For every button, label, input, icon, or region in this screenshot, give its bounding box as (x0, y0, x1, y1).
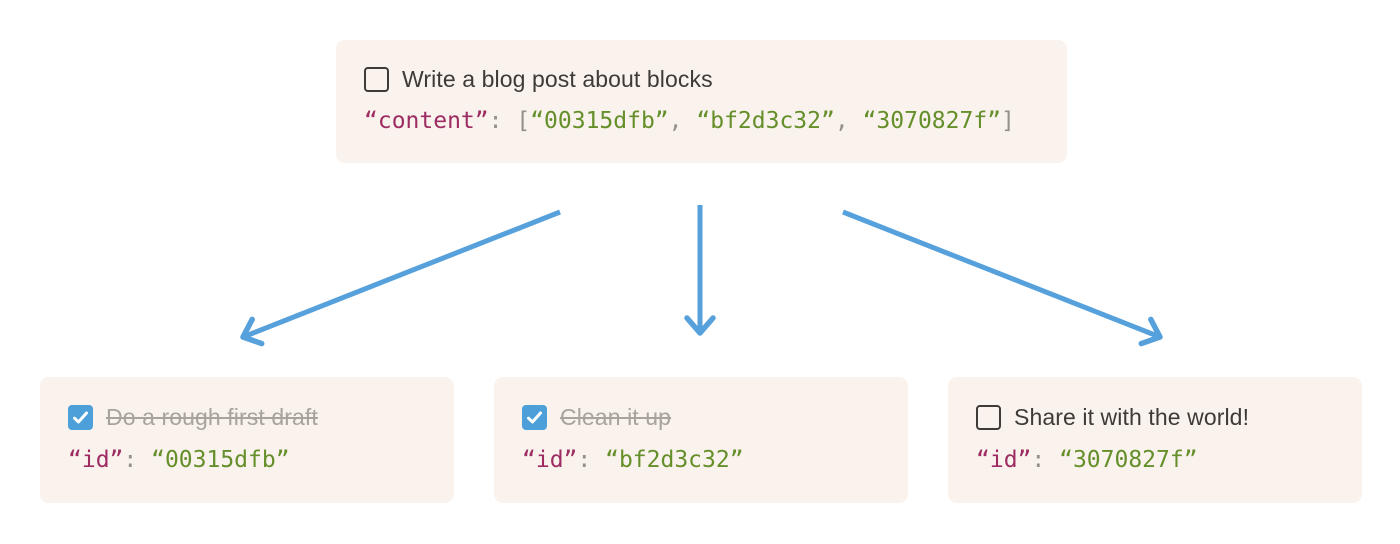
todo-title: Write a blog post about blocks (402, 65, 713, 92)
check-icon (526, 409, 543, 426)
bracket-close: ] (1001, 108, 1015, 135)
todo-checkbox[interactable] (976, 405, 1001, 431)
arrow-to-child-3 (842, 209, 1163, 347)
code-string: “3070827f” (1059, 446, 1198, 473)
block-json-id: “id”: “00315dfb” (68, 446, 426, 476)
todo-row: Write a blog post about blocks (364, 66, 1039, 92)
block-json-id: “id”: “bf2d3c32” (522, 446, 880, 476)
parent-block-card: Write a blog post about blocks “content”… (336, 40, 1067, 163)
todo-row: Clean it up (522, 404, 880, 430)
bracket-open: [ (516, 108, 531, 135)
todo-title: Do a rough first draft (106, 404, 318, 431)
code-colon: : (123, 446, 152, 473)
child-block-card-3: Share it with the world! “id”: “3070827f… (948, 377, 1362, 503)
code-colon: : (1031, 446, 1060, 473)
code-comma: , (834, 108, 863, 135)
code-string: “3070827f” (862, 108, 1002, 135)
code-colon: : (577, 446, 606, 473)
arrow-to-child-1 (240, 209, 561, 347)
todo-title: Clean it up (560, 404, 672, 431)
todo-title: Share it with the world! (1014, 404, 1250, 431)
code-string: “00315dfb” (530, 108, 669, 135)
code-key: “id” (522, 446, 578, 473)
todo-checkbox[interactable] (68, 405, 93, 431)
code-key: “id” (68, 446, 124, 473)
child-block-card-2: Clean it up “id”: “bf2d3c32” (494, 377, 908, 503)
code-string: “bf2d3c32” (696, 108, 835, 135)
code-string: “00315dfb” (151, 446, 290, 473)
todo-row: Share it with the world! (976, 404, 1334, 430)
code-colon: : (488, 108, 517, 135)
todo-row: Do a rough first draft (68, 404, 426, 430)
block-json-content: “content”: [“00315dfb”, “bf2d3c32”, “307… (364, 107, 1039, 137)
code-comma: , (668, 108, 697, 135)
todo-checkbox[interactable] (522, 405, 547, 431)
child-block-card-1: Do a rough first draft “id”: “00315dfb” (40, 377, 454, 503)
check-icon (72, 409, 89, 426)
code-string: “bf2d3c32” (605, 446, 744, 473)
todo-checkbox[interactable] (364, 66, 389, 92)
code-key: “content” (364, 108, 489, 135)
block-json-id: “id”: “3070827f” (976, 446, 1334, 476)
code-key: “id” (976, 446, 1032, 473)
